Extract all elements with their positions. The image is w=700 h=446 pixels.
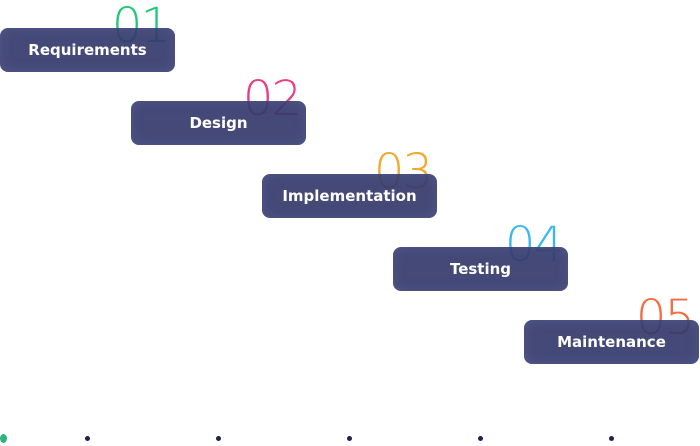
step-1: 01 Requirements [0,2,175,72]
step-4: 04 Testing [393,221,568,291]
timeline-dot-active[interactable] [0,434,7,443]
step-label-box[interactable]: Implementation [262,174,437,218]
timeline-dot[interactable] [609,436,614,441]
timeline-dot[interactable] [85,436,90,441]
step-label: Testing [449,260,512,278]
step-3: 03 Implementation [262,148,437,218]
step-label-box[interactable]: Requirements [0,28,175,72]
timeline-dot[interactable] [216,436,221,441]
step-label-box[interactable]: Maintenance [524,320,699,364]
step-label: Requirements [28,41,147,59]
step-2: 02 Design [131,75,306,145]
step-label-box[interactable]: Design [131,101,306,145]
timeline-dot[interactable] [347,436,352,441]
step-label: Maintenance [557,333,666,351]
step-5: 05 Maintenance [524,294,699,364]
step-label: Implementation [282,187,417,205]
step-label-box[interactable]: Testing [393,247,568,291]
timeline-dot[interactable] [478,436,483,441]
step-label: Design [189,114,248,132]
